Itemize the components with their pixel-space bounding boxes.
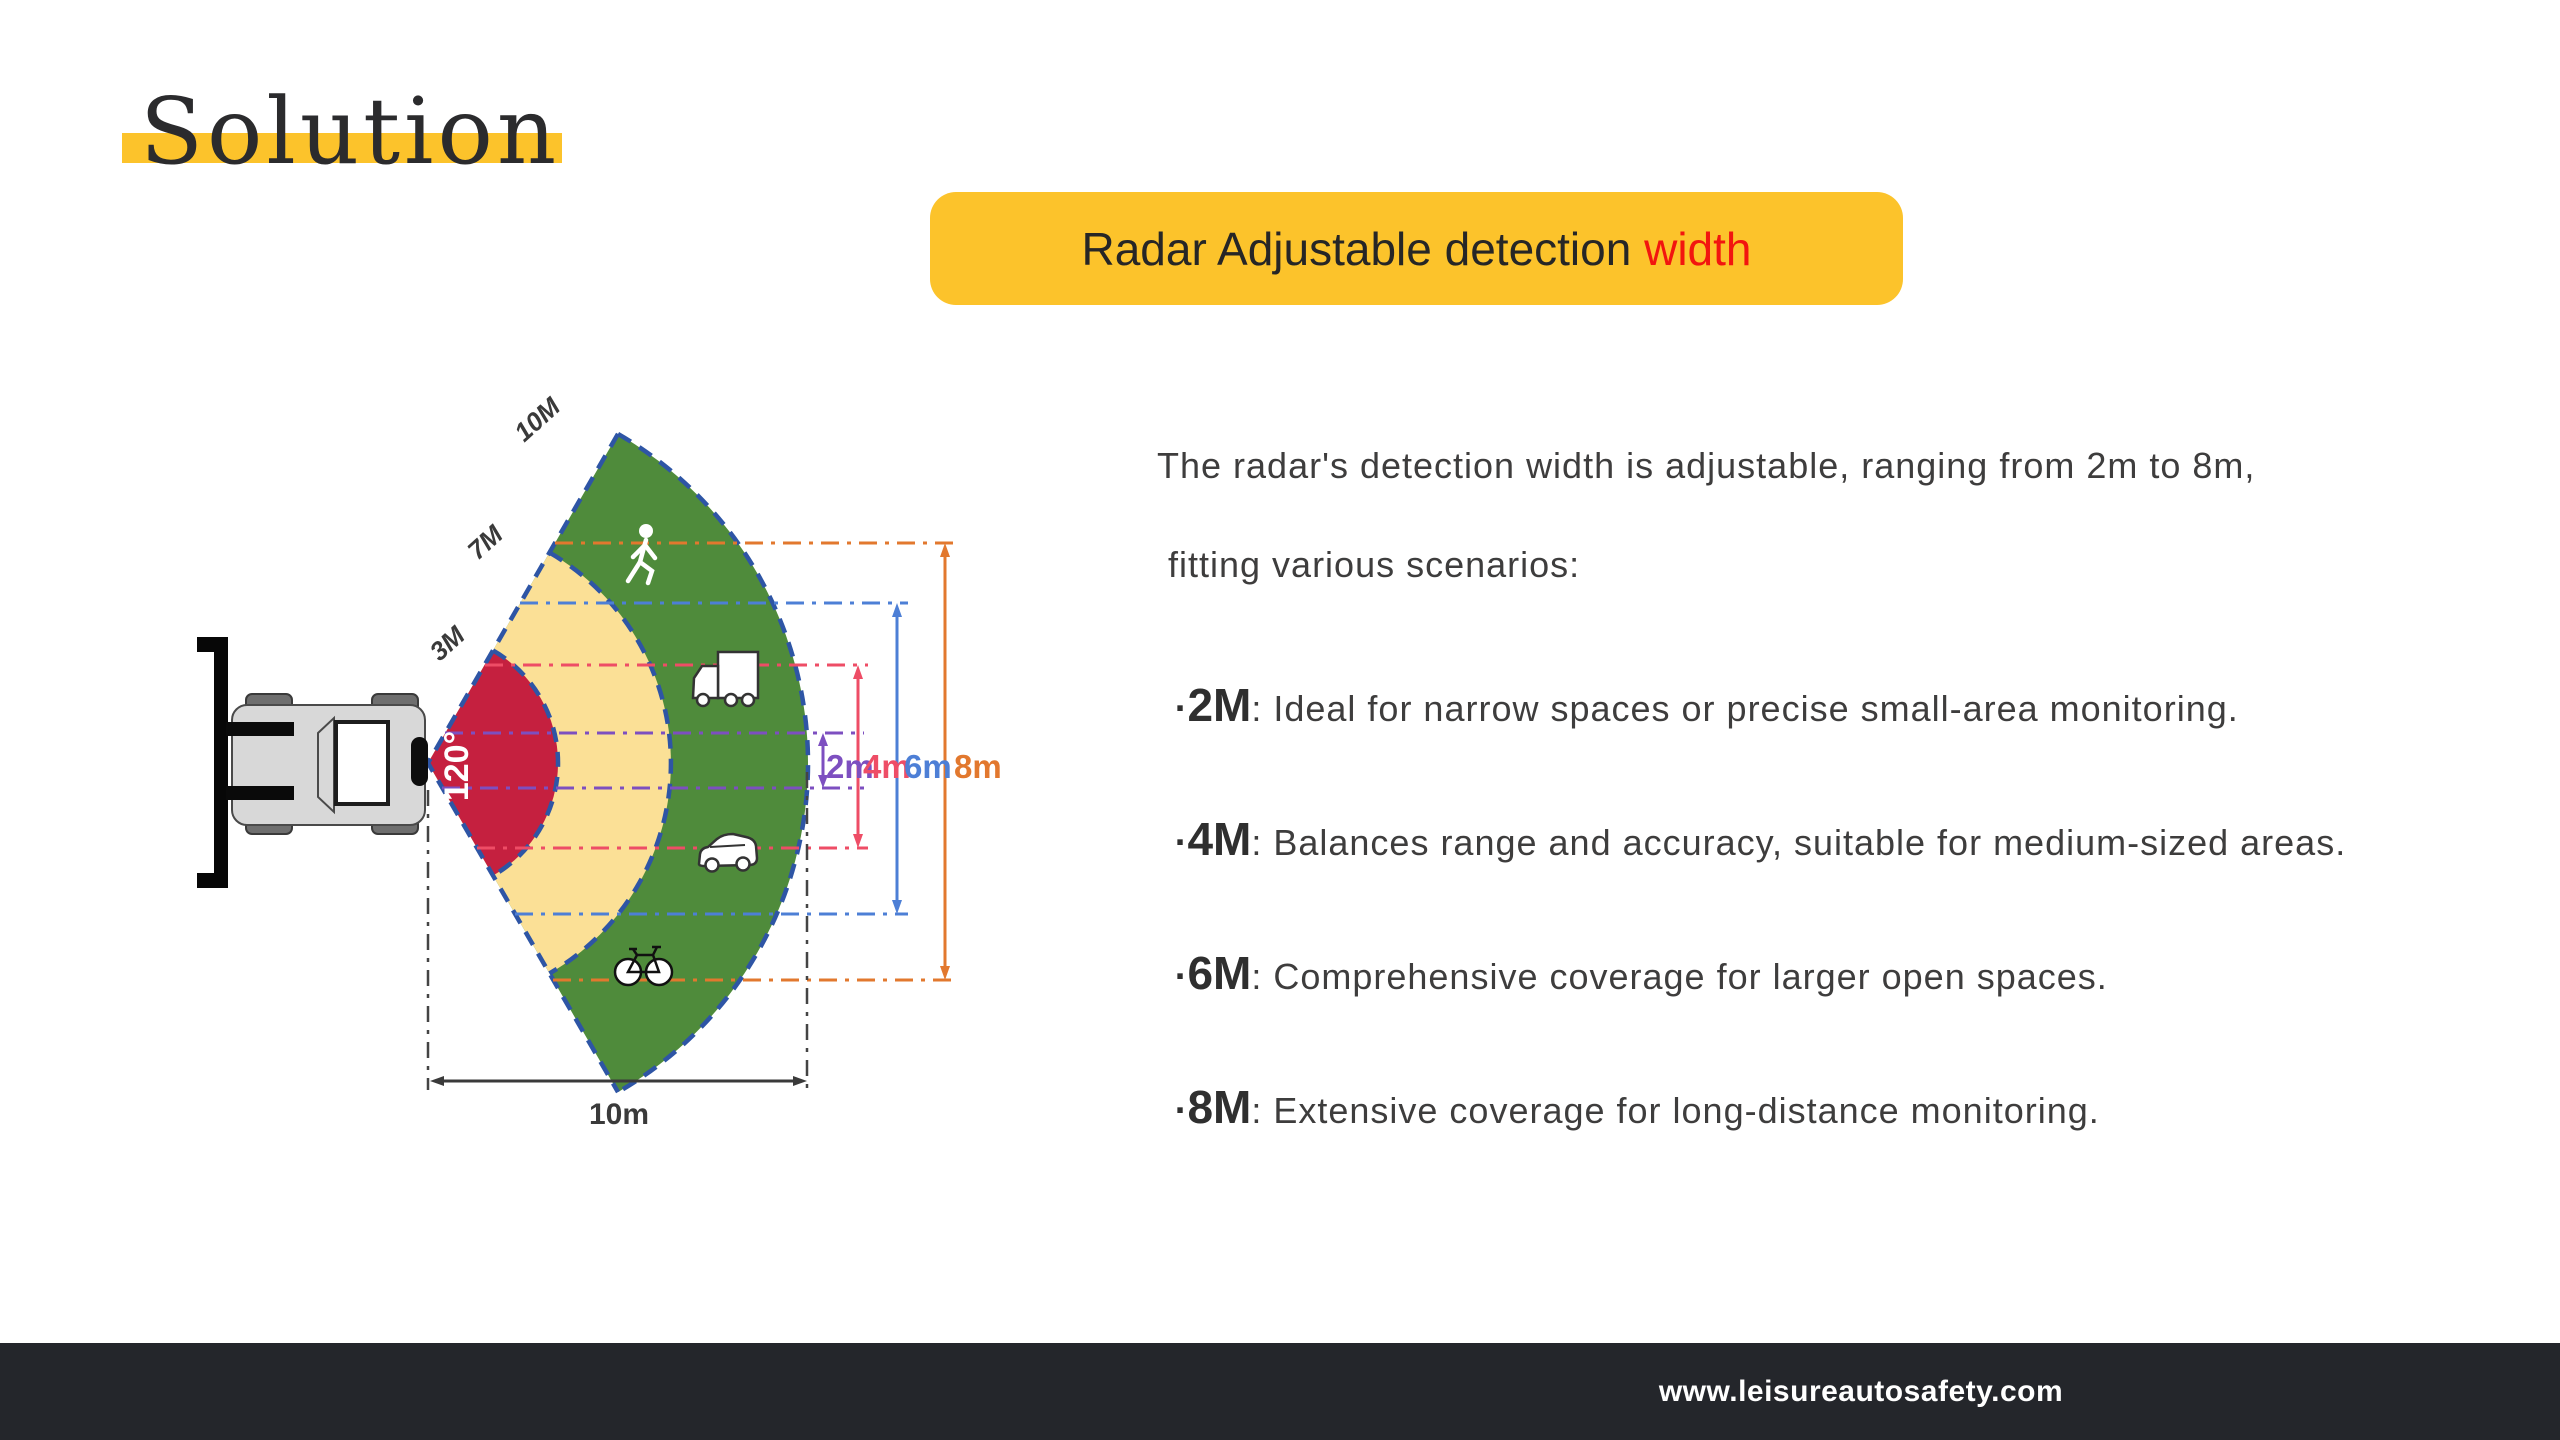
bullet-6m: ·6M: Comprehensive coverage for larger o… — [1157, 928, 2108, 1018]
bullet-dot: · — [1174, 822, 1188, 864]
width-marker-8m-arrowheads — [940, 543, 950, 980]
bullet-label: 4M — [1187, 813, 1252, 865]
bullet-label: 6M — [1187, 947, 1252, 999]
forklift-mast — [317, 715, 335, 815]
title-highlight-bar — [122, 133, 562, 163]
bullet-dot: · — [1174, 956, 1188, 998]
range-guides — [426, 772, 809, 1090]
bullet-text: : Extensive coverage for long-distance m… — [1251, 1090, 2100, 1131]
banner-highlight-word: width — [1644, 222, 1752, 275]
fork-tine-bottom — [226, 786, 294, 800]
banner-text: Radar Adjustable detection — [1081, 222, 1645, 275]
bottom-range-label: 10m — [589, 1098, 649, 1131]
width-label-2m: 2m — [826, 748, 874, 785]
bullet-4m: ·4M: Balances range and accuracy, suitab… — [1157, 794, 2346, 884]
width-label-6m: 6m — [904, 748, 952, 785]
intro-line-2: fitting various scenarios: — [1157, 544, 1581, 585]
car-icon — [697, 832, 759, 873]
width-marker-2m-arrowheads — [818, 733, 828, 788]
banner: Radar Adjustable detection width — [930, 192, 1903, 305]
zone-label-3m: 3M — [424, 619, 472, 666]
truck-icon — [691, 650, 760, 708]
footer-url: www.leisureautosafety.com — [1658, 1374, 2064, 1408]
bullet-text: : Comprehensive coverage for larger open… — [1251, 956, 2108, 997]
bullet-dot: · — [1174, 1090, 1188, 1132]
beam-angle-label: 120° — [438, 731, 476, 801]
width-marker-2m — [442, 731, 864, 790]
forklift — [226, 693, 428, 835]
bullet-label: 8M — [1187, 1081, 1252, 1133]
pedestrian-icon — [625, 524, 658, 586]
radar-detection-diagram: 2m 4m 6m 8m 10m 3M 7M 10M 120° — [197, 390, 1002, 1131]
width-marker-6m — [515, 601, 908, 916]
fork-tine-top — [226, 722, 294, 736]
forklift-cab-window — [334, 720, 390, 806]
zone-label-10m: 10M — [508, 390, 567, 447]
width-marker-4m — [477, 663, 868, 850]
bicycle-icon — [613, 945, 674, 987]
bullet-text: : Ideal for narrow spaces or precise sma… — [1251, 688, 2239, 729]
bullet-dot: · — [1174, 688, 1188, 730]
width-label-4m: 4m — [863, 748, 911, 785]
page-title: Solution — [140, 78, 561, 185]
zone-label-7m: 7M — [462, 518, 510, 565]
wall-bracket — [197, 637, 228, 888]
width-marker-4m-arrowheads — [853, 665, 863, 848]
footer-bar: www.leisureautosafety.com — [0, 1343, 2560, 1440]
intro-line-1: The radar's detection width is adjustabl… — [1157, 445, 2256, 486]
radar-sensor — [411, 737, 428, 786]
width-marker-6m-arrowheads — [892, 603, 902, 914]
bullet-label: 2M — [1187, 679, 1252, 731]
radar-fan — [425, 431, 811, 1095]
bullet-text: : Balances range and accuracy, suitable … — [1251, 822, 2347, 863]
bullet-8m: ·8M: Extensive coverage for long-distanc… — [1157, 1062, 2100, 1152]
width-label-8m: 8m — [954, 748, 1002, 785]
bullet-2m: ·2M: Ideal for narrow spaces or precise … — [1157, 660, 2239, 750]
